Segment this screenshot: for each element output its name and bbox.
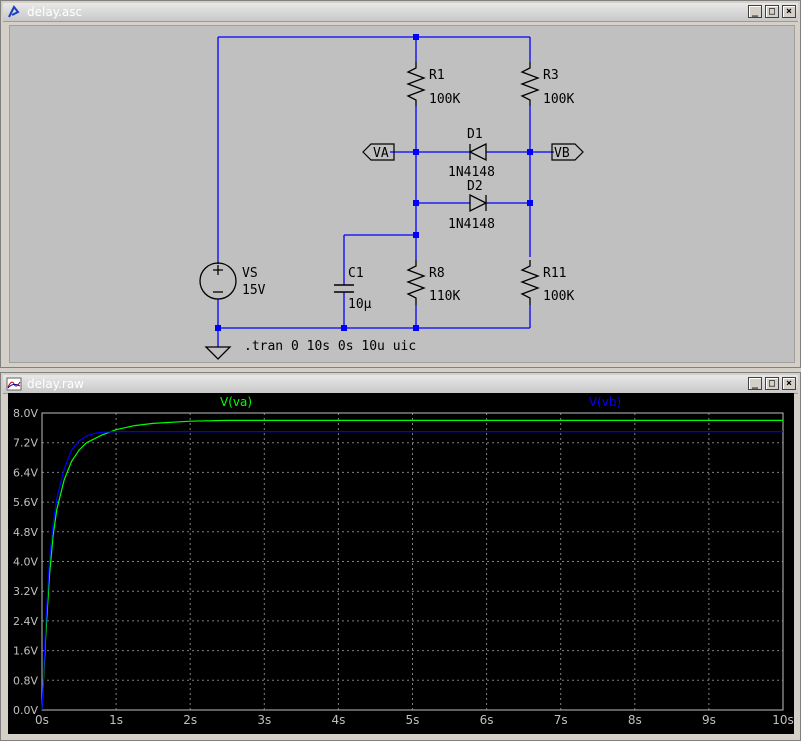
y-tick-label: 1.6V (13, 645, 38, 658)
series-line-1 (41, 431, 783, 711)
x-tick-label: 9s (702, 713, 716, 727)
r1-value: 100K (429, 92, 460, 107)
y-tick-label: 3.2V (13, 585, 38, 598)
junction-dots (215, 34, 533, 331)
y-tick-label: 7.2V (13, 437, 38, 450)
ltspice-icon (8, 5, 20, 18)
r1-name: R1 (429, 68, 445, 83)
net-label-vb: VB (554, 146, 570, 161)
ground-icon (204, 346, 232, 360)
r11-name: R11 (543, 266, 566, 281)
legend-label-0: V(va) (220, 395, 252, 409)
resistor-r8-symbol[interactable] (406, 260, 426, 305)
x-tick-label: 10s (772, 713, 794, 727)
plot-titlebar[interactable]: delay.raw _ □ × (3, 375, 798, 394)
net-label-va: VA (373, 146, 389, 161)
series-line-0 (41, 419, 783, 711)
close-button[interactable]: × (782, 377, 796, 390)
d2-value: 1N4148 (448, 217, 495, 232)
schematic-drawing: VA VB R1 100K R3 100K D1 1N4148 D2 1N414… (199, 34, 584, 360)
net-flag-vb[interactable] (551, 143, 584, 161)
waveform-icon (6, 377, 22, 391)
d1-value: 1N4148 (448, 165, 495, 180)
x-tick-label: 6s (480, 713, 494, 727)
wires (217, 36, 554, 347)
d2-name: D2 (467, 179, 483, 194)
y-tick-label: 8.0V (13, 407, 38, 420)
r8-name: R8 (429, 266, 445, 281)
r3-value: 100K (543, 92, 574, 107)
diode-d2-symbol[interactable] (469, 193, 488, 213)
r8-value: 110K (429, 289, 460, 304)
capacitor-c1-symbol[interactable] (334, 284, 354, 293)
schematic-titlebar[interactable]: delay.asc _ □ × (3, 3, 798, 22)
y-tick-label: 6.4V (13, 466, 38, 479)
schematic-title: delay.asc (27, 5, 83, 19)
vs-value: 15V (242, 283, 266, 298)
c1-value: 10µ (348, 297, 372, 312)
legend-label-1: V(vb) (589, 395, 621, 409)
resistor-r11-symbol[interactable] (520, 260, 540, 305)
x-tick-label: 2s (183, 713, 197, 727)
spice-directive: .tran 0 10s 0s 10u uic (244, 339, 416, 354)
d1-name: D1 (467, 127, 483, 142)
maximize-button[interactable]: □ (765, 5, 779, 18)
r3-name: R3 (543, 68, 559, 83)
diode-d1-symbol[interactable] (468, 142, 487, 162)
plot-frame (41, 412, 784, 711)
voltage-source-vs-symbol[interactable] (199, 262, 237, 300)
schematic-window: delay.asc _ □ × (0, 0, 801, 368)
maximize-button[interactable]: □ (765, 377, 779, 390)
y-tick-label: 2.4V (13, 615, 38, 628)
x-tick-label: 8s (628, 713, 642, 727)
x-tick-label: 3s (257, 713, 271, 727)
resistor-r1-symbol[interactable] (406, 62, 426, 106)
plot-pane[interactable]: 0s 1s 2s 3s 4s 5s 6s 7s 8s 9s 10s 0.0V 0.8V 1.6V 2.4V 3… (8, 393, 794, 734)
resistor-r3-symbol[interactable] (520, 62, 540, 106)
plot-title: delay.raw (27, 377, 84, 391)
waveform-chart[interactable]: 0s 1s 2s 3s 4s 5s 6s 7s 8s 9s 10s 0.0V 0.8V 1.6V 2.4V 3… (8, 393, 794, 734)
r11-value: 100K (543, 289, 574, 304)
c1-name: C1 (348, 266, 364, 281)
y-tick-label: 4.0V (13, 556, 38, 569)
y-tick-label: 4.8V (13, 526, 38, 539)
close-button[interactable]: × (782, 5, 796, 18)
y-tick-label: 0.0V (13, 704, 38, 717)
x-tick-label: 4s (331, 713, 345, 727)
x-tick-label: 7s (554, 713, 568, 727)
net-flag-va[interactable] (362, 143, 395, 161)
y-tick-label: 0.8V (13, 674, 38, 687)
schematic-canvas[interactable]: VA VB R1 100K R3 100K D1 1N4148 D2 1N414… (9, 25, 795, 363)
minimize-button[interactable]: _ (748, 5, 762, 18)
vs-name: VS (242, 266, 258, 281)
x-tick-label: 5s (406, 713, 420, 727)
x-tick-label: 1s (109, 713, 123, 727)
x-tick-label: 0s (35, 713, 49, 727)
minimize-button[interactable]: _ (748, 377, 762, 390)
y-tick-label: 5.6V (13, 496, 38, 509)
